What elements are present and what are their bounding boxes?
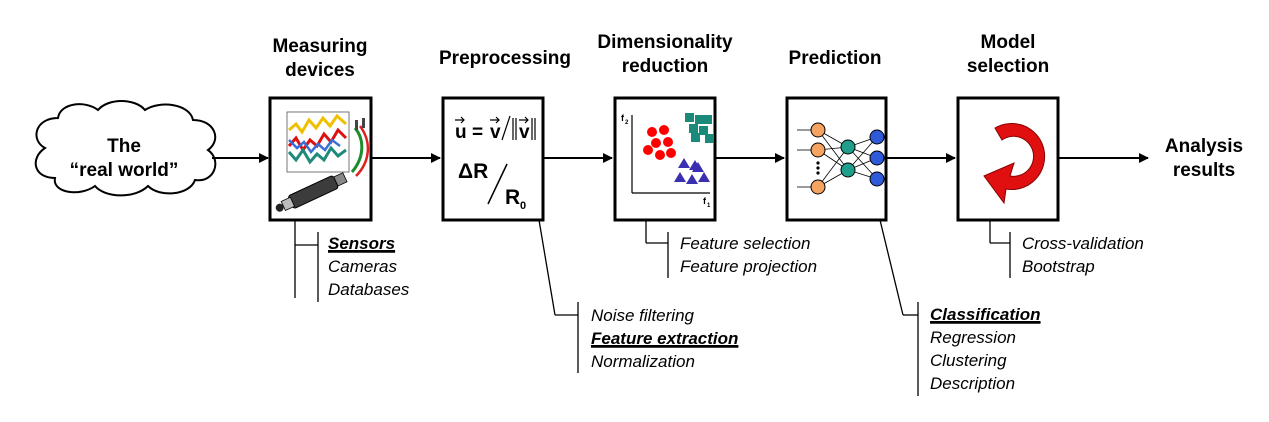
formula-delta-r: ΔR (458, 160, 488, 183)
callout-leader (538, 219, 556, 316)
stage-model-selection: Model selection (956, 32, 1060, 278)
stage-title-line1: Measuring (272, 36, 367, 57)
scatter-y-sub: 2 (625, 120, 629, 126)
scatter-x-sub: 1 (707, 203, 711, 209)
cluster-circles (643, 125, 676, 160)
stage-item: Bootstrap (1022, 257, 1095, 276)
stage-title-line1: Dimensionality (597, 32, 733, 53)
stage-item: Description (930, 374, 1015, 393)
preprocessing-box (441, 96, 545, 222)
stage-title-line1: Prediction (789, 48, 882, 69)
stage-item: Regression (930, 328, 1016, 347)
cluster-triangles (674, 158, 710, 184)
cloud-shape (34, 100, 217, 197)
output-line1: Analysis (1165, 136, 1243, 157)
feature-space-scatter: f 2 f 1 (621, 113, 714, 209)
cloud-text-line2: “real world” (70, 160, 179, 181)
stage-item: Clustering (930, 351, 1007, 370)
formula-v: v (490, 122, 501, 143)
stage-item: Databases (328, 280, 410, 299)
preprocessing-items (538, 219, 579, 373)
stage-item: Feature selection (680, 234, 810, 253)
prediction-items (879, 219, 919, 396)
formula-u: u (455, 122, 467, 143)
model-selection-items (989, 220, 1011, 278)
stage-item: Feature projection (680, 257, 817, 276)
stage-dimensionality-reduction: Dimensionality reduction f 2 f 1 (597, 32, 733, 278)
stage-item: Feature extraction (591, 329, 738, 348)
sensor-signals-icon (286, 111, 369, 177)
stage-title-line2: devices (285, 60, 355, 81)
stage-title-line1: Model (981, 32, 1036, 53)
dimred-items (645, 220, 669, 278)
stage-title-line1: Preprocessing (439, 48, 571, 69)
neural-network-icon (797, 122, 886, 195)
stage-item: Normalization (591, 352, 695, 371)
stage-prediction: Prediction (785, 48, 919, 396)
formula-r0: R (505, 186, 520, 209)
scatter-y-label: f (621, 113, 625, 123)
measurement-probe-icon (275, 172, 348, 212)
prediction-box (785, 96, 888, 222)
cluster-squares (685, 113, 714, 143)
cloud-text-line1: The (107, 136, 141, 157)
callout-leader (879, 219, 904, 316)
stage-title-line2: reduction (622, 56, 709, 77)
refresh-arrow-icon (983, 123, 1046, 205)
stage-item: Cameras (328, 257, 397, 276)
stage-title-line2: selection (967, 56, 1049, 77)
stage-item: Classification (930, 305, 1041, 324)
formula-v-norm: v (519, 122, 530, 143)
stage-measuring-devices: Measuring devices (268, 36, 373, 302)
stage-item: Noise filtering (591, 306, 695, 325)
output-line2: results (1173, 160, 1235, 181)
real-world-cloud: The “real world” (34, 100, 217, 197)
formula-equals: = (472, 122, 483, 143)
measuring-items (294, 220, 319, 302)
normalization-formula: u = v v ΔR R 0 (455, 115, 536, 212)
stage-item: Sensors (328, 234, 395, 253)
stage-preprocessing: Preprocessing u = v v ΔR R 0 (439, 48, 579, 373)
formula-r0-sub: 0 (520, 200, 526, 212)
stage-item: Cross-validation (1022, 234, 1144, 253)
scatter-x-label: f (703, 196, 707, 206)
